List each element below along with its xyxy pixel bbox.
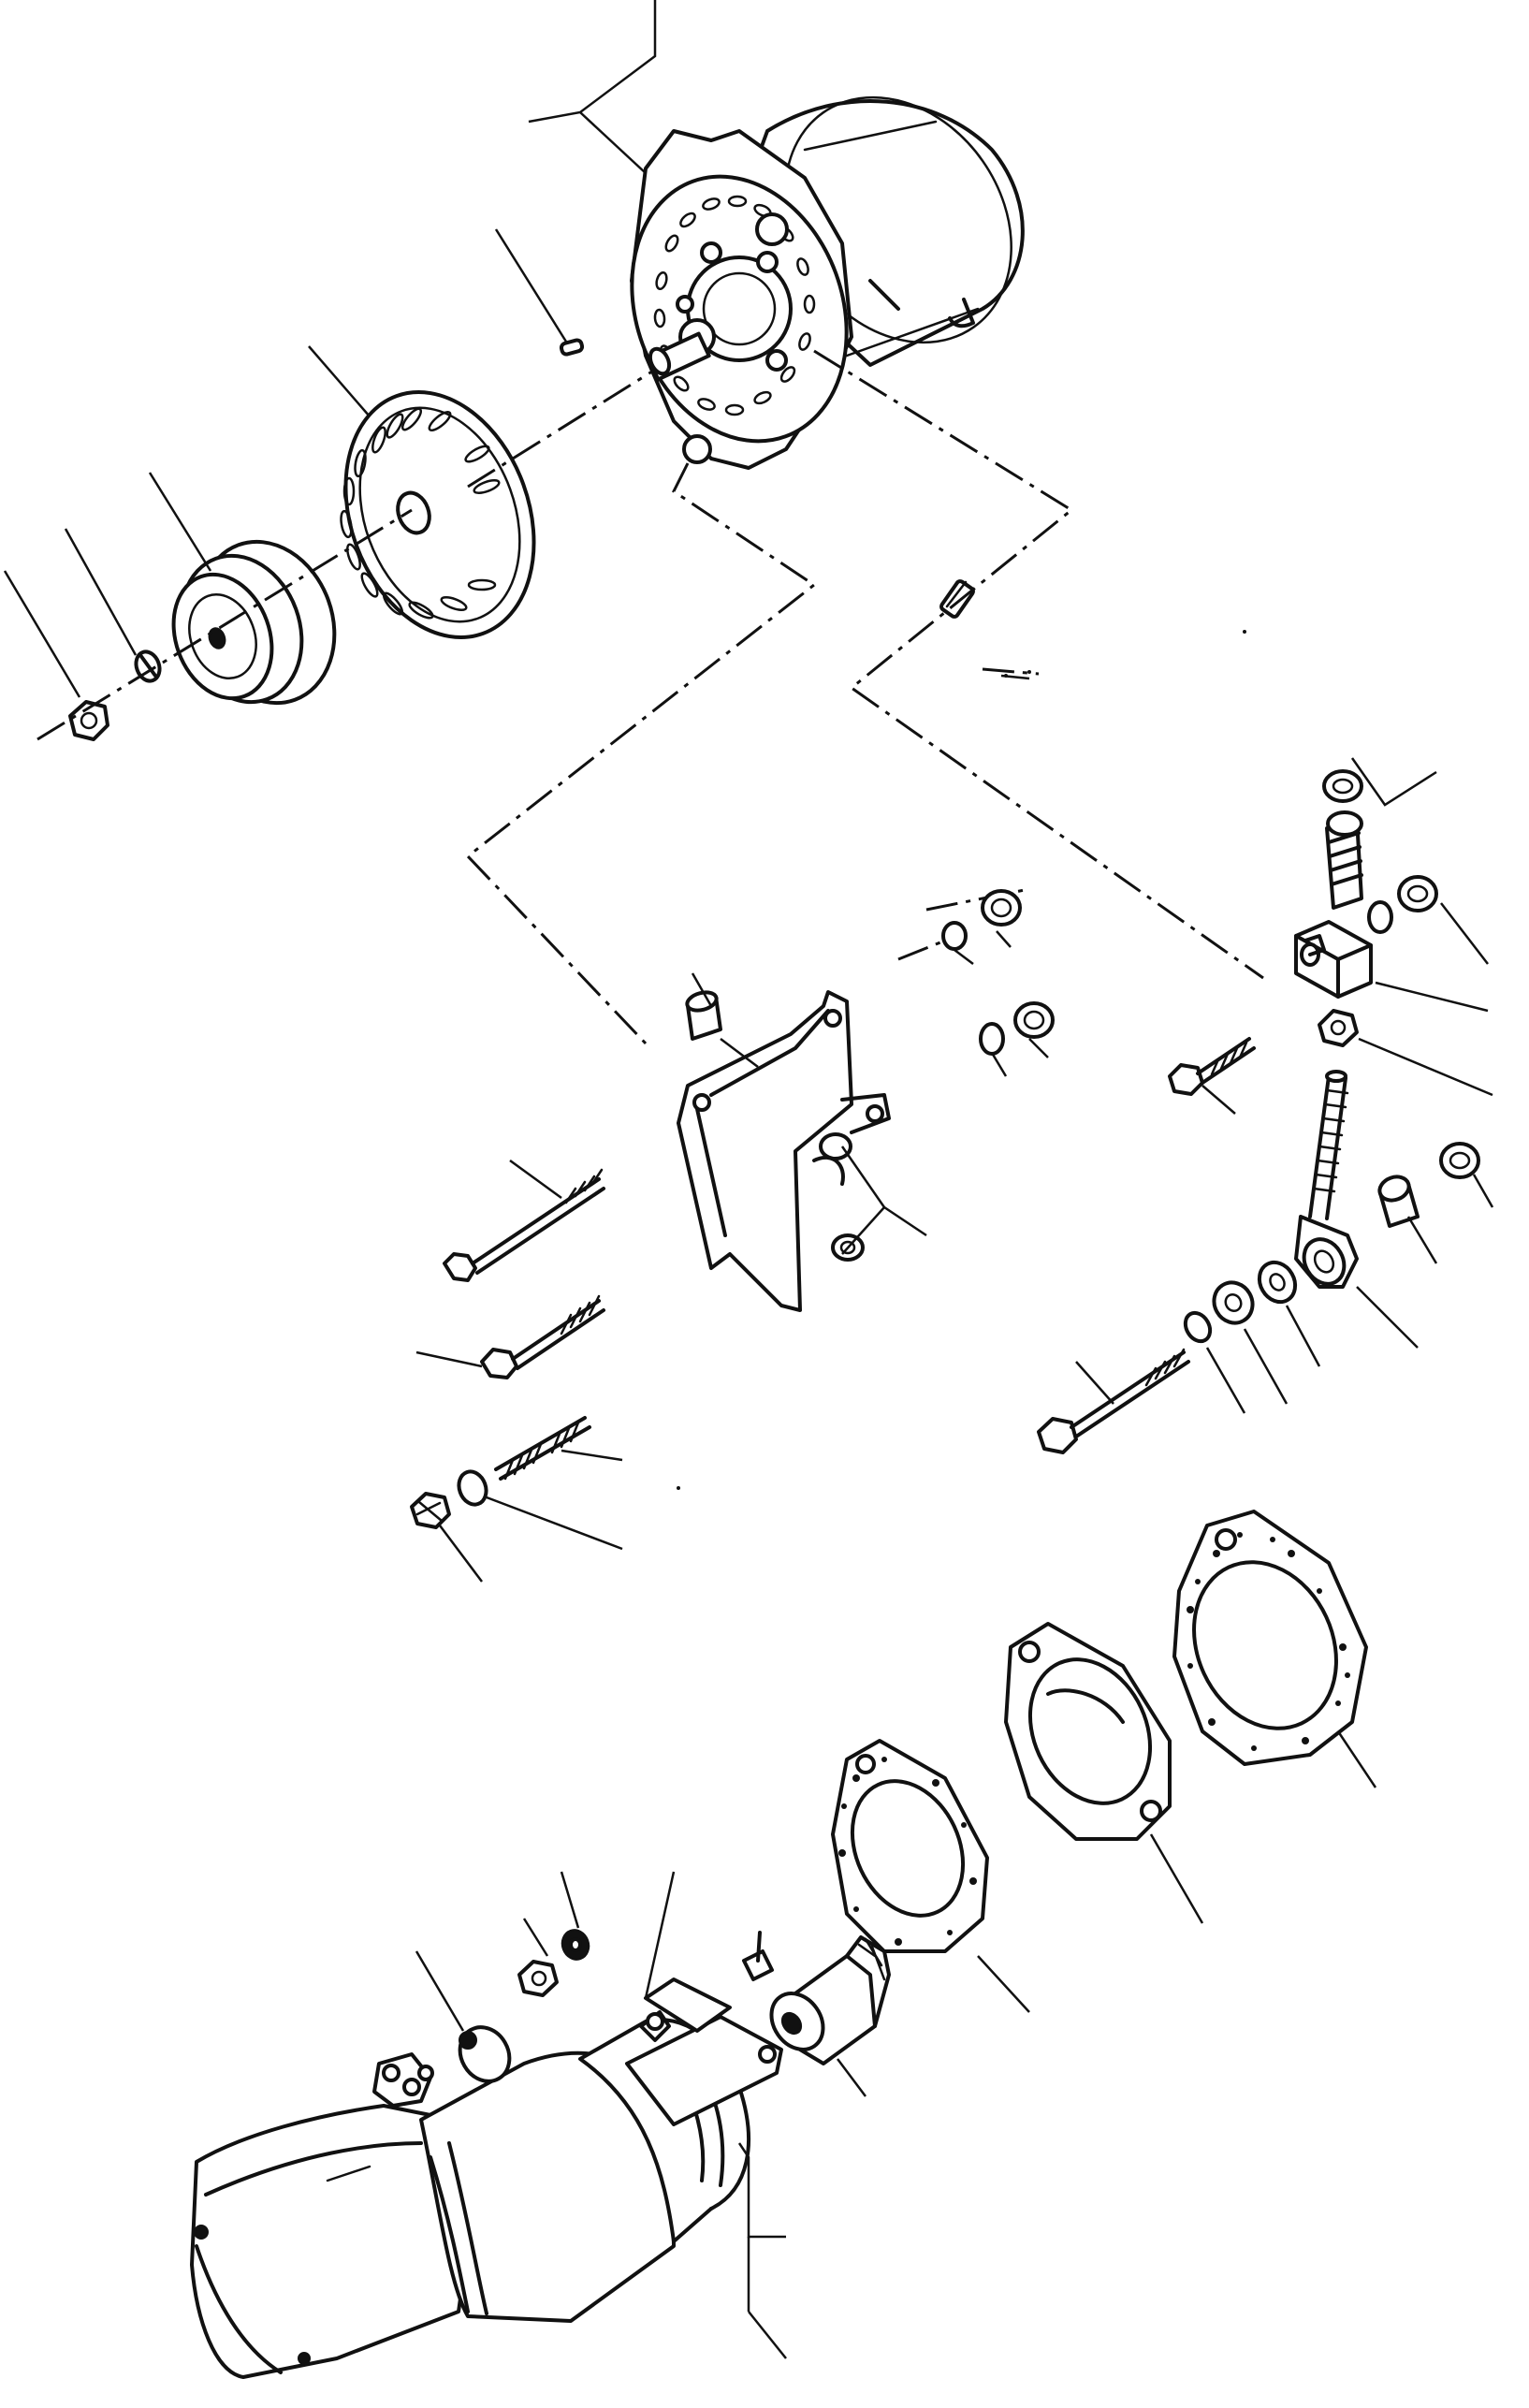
hex-bolt-2 [480, 1294, 605, 1379]
key [559, 338, 585, 357]
leader-lines [3, 0, 1494, 2359]
hex-bolt-1 [443, 1168, 605, 1282]
nut-right [1013, 1001, 1055, 1039]
bushing-right-1 [1377, 1175, 1420, 1228]
spacer [685, 990, 722, 1041]
adjuster-bolt [1037, 1348, 1190, 1454]
adjuster-block [1294, 920, 1373, 999]
adjuster-washer-2 [1212, 1280, 1255, 1325]
adjuster-washer-3 [1183, 1310, 1213, 1344]
adjuster-washer-top [1367, 900, 1393, 934]
starter-nut [517, 1960, 559, 1997]
pulley [171, 539, 337, 706]
adjuster-washer-1 [1257, 1260, 1298, 1305]
gasket-texture [1187, 1532, 1350, 1751]
adjusting-rod [1308, 1070, 1349, 1220]
grease-fitting [1322, 769, 1363, 910]
nut-bottom-left [410, 1492, 451, 1529]
stud [494, 1416, 591, 1481]
fan-blade-slots [340, 407, 501, 620]
pulley-nut [68, 700, 109, 741]
washer-upper [941, 921, 968, 951]
adapter-plate [1004, 1622, 1172, 1841]
adjuster-nut-top [1397, 875, 1438, 912]
alternator [630, 95, 1025, 470]
cooling-fan [340, 390, 536, 639]
adjuster-nut-middle [1318, 1009, 1359, 1047]
starter-lock-washer [561, 1929, 590, 1961]
bushing-right-2 [1439, 1142, 1480, 1179]
washer-right [979, 1022, 1005, 1056]
pinion-drive [769, 1935, 891, 2065]
spacer-lower [819, 1132, 852, 1160]
lock-washer [134, 649, 162, 683]
gasket-small [831, 1739, 989, 1953]
lock-washer-bottom-left [457, 1469, 488, 1507]
mounting-bracket [677, 990, 891, 1312]
gasket-small-texture [838, 1757, 977, 1946]
assembly-axis-lines [36, 349, 1264, 1045]
nut-upper [981, 889, 1022, 927]
alternator-vent-slots [653, 195, 816, 416]
terminal-boot [458, 2025, 512, 2083]
gasket-large [1172, 1510, 1368, 1766]
scan-specks [677, 630, 1246, 2211]
pivot-bolt [1168, 1037, 1256, 1096]
woodruff-key [939, 579, 975, 619]
eye-swivel [1294, 1215, 1359, 1289]
starter-motor [190, 1931, 783, 2379]
